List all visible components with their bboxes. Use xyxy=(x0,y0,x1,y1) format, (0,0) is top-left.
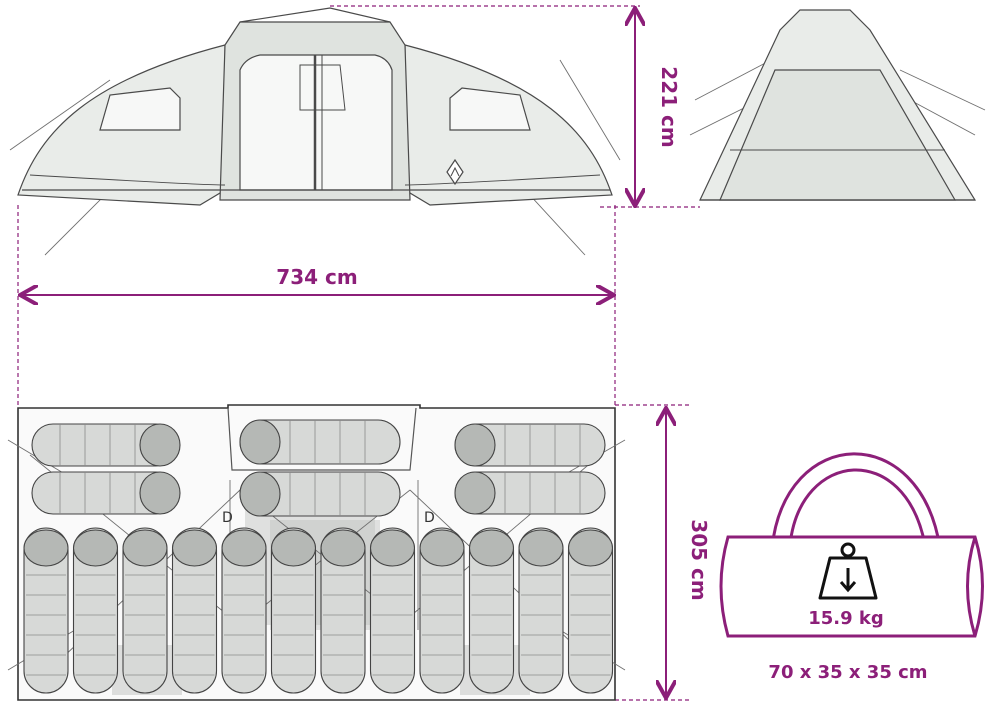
sleeping-bag xyxy=(369,527,416,694)
sleeping-bag-hood xyxy=(518,529,564,567)
bag-size-label: 70 x 35 x 35 cm xyxy=(768,662,927,683)
sleeping-bag xyxy=(518,527,564,694)
sleeping-bag-hood xyxy=(221,529,267,567)
weight-icon xyxy=(818,542,878,600)
width-label: 734 cm xyxy=(276,265,357,289)
sleeping-bag-hood xyxy=(369,529,416,567)
sleeping-bag xyxy=(567,527,614,694)
sleeping-bag-hood xyxy=(72,529,119,567)
sleeping-bag xyxy=(72,527,119,694)
sleeping-bag xyxy=(468,527,515,694)
door-label-right: D xyxy=(424,510,435,526)
height-label: 221 cm xyxy=(657,66,681,147)
sleeping-bag-hood xyxy=(122,529,168,567)
bag-weight-label: 15.9 kg xyxy=(808,608,884,629)
brand-logo-icon xyxy=(446,158,464,186)
tent-side-view xyxy=(689,9,986,201)
tent-front-view xyxy=(9,7,621,256)
sleeping-bag-hood xyxy=(23,529,69,567)
sleeping-bag xyxy=(320,527,366,694)
sleeping-bag-hood xyxy=(171,529,218,567)
depth-label: 305 cm xyxy=(687,519,711,600)
sleeping-bag-hood xyxy=(468,529,515,567)
sleeping-bag xyxy=(419,527,465,694)
sleeping-bag-hood xyxy=(567,529,614,567)
sleeping-bag-hood xyxy=(419,529,465,567)
sleeping-bag xyxy=(122,527,168,694)
sleeping-bag-hood xyxy=(320,529,366,567)
sleeping-bag xyxy=(221,527,267,694)
sleeping-bag xyxy=(270,527,317,694)
door-label-left: D xyxy=(222,510,233,526)
carry-bag: 15.9 kg xyxy=(719,452,984,638)
sleeping-bags-vertical xyxy=(23,527,614,694)
sleeping-bag xyxy=(171,527,218,694)
sleeping-bag xyxy=(23,527,69,694)
sleeping-bags-horizontal xyxy=(31,419,606,517)
sleeping-bag-hood xyxy=(270,529,317,567)
